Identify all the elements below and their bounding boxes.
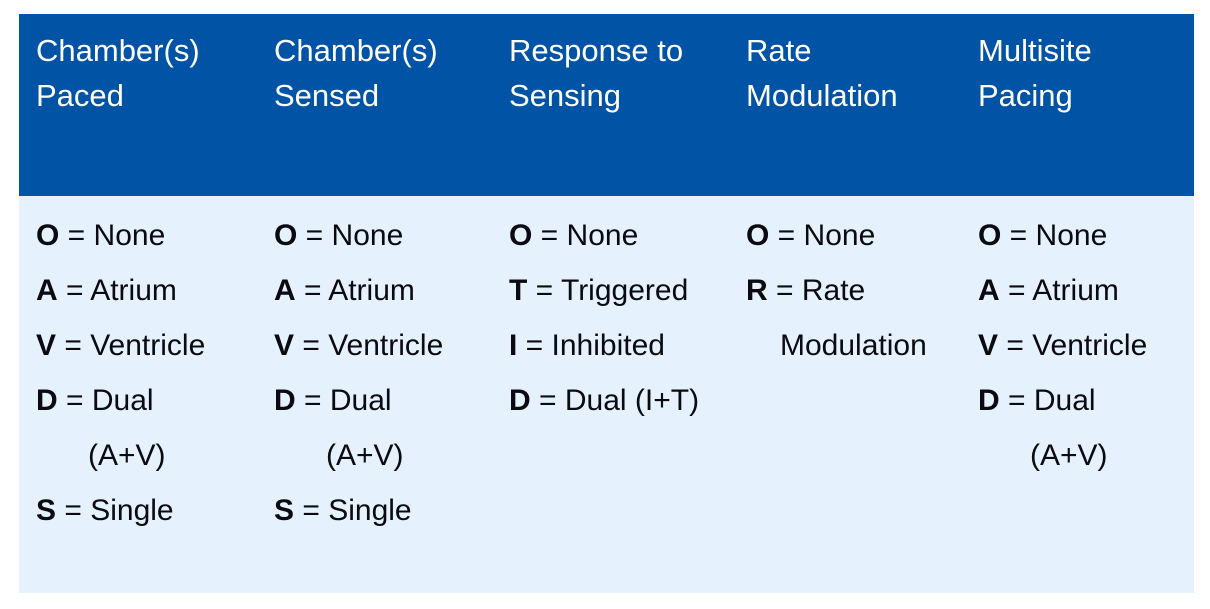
code-letter: O xyxy=(746,219,770,252)
code-letter: S xyxy=(274,494,295,527)
column-header-chambers-sensed: Chamber(s) Sensed xyxy=(274,33,438,113)
code-line: I = Inhibited xyxy=(509,329,665,362)
code-line: T = Triggered xyxy=(509,274,689,307)
code-line: D = Dual xyxy=(274,384,392,417)
code-line: V = Ventricle xyxy=(978,329,1148,362)
code-line: S = Single xyxy=(274,494,412,527)
code-letter: V xyxy=(274,329,295,362)
code-letter: D xyxy=(36,384,58,417)
code-letter: O xyxy=(509,219,533,252)
column-chambers-sensed: O = None A = Atrium V = Ventricle D = Dual (… xyxy=(257,196,492,593)
code-continuation-line: (A+V) xyxy=(326,439,404,472)
code-line: D = Dual xyxy=(36,384,154,417)
code-letter: R xyxy=(746,274,768,307)
code-line: O = None xyxy=(274,219,404,252)
column-chambers-paced: O = None A = Atrium V = Ventricle D = Dual (… xyxy=(19,196,257,593)
code-letter: O xyxy=(274,219,298,252)
code-line: D = Dual (I+T) xyxy=(509,384,700,417)
code-line: A = Atrium xyxy=(36,274,177,307)
column-header-response-to-sensing: Response to Sensing xyxy=(509,33,684,113)
code-letter: S xyxy=(36,494,57,527)
code-line: O = None xyxy=(509,219,639,252)
code-letter: A xyxy=(274,274,296,307)
code-continuation-line: (A+V) xyxy=(88,439,166,472)
column-header-multisite-pacing: Multisite Pacing xyxy=(978,33,1092,113)
code-line: R = Rate xyxy=(746,274,866,307)
code-letter: O xyxy=(978,219,1002,252)
code-line: V = Ventricle xyxy=(36,329,206,362)
column-header-chambers-paced: Chamber(s) Paced xyxy=(36,33,200,113)
code-line: O = None xyxy=(978,219,1108,252)
code-letter: T xyxy=(509,274,528,307)
table-body-row: O = None A = Atrium V = Ventricle D = Dual (… xyxy=(19,196,1194,593)
column-response-to-sensing: O = None T = Triggered I = Inhibited D = Du… xyxy=(492,196,729,593)
code-letter: A xyxy=(978,274,1000,307)
code-letter: O xyxy=(36,219,60,252)
code-line: O = None xyxy=(36,219,166,252)
column-header-rate-modulation: Rate Modulation xyxy=(746,33,898,113)
table-header-row: Chamber(s) Paced Chamber(s) Sensed Respo… xyxy=(19,14,1194,196)
code-letter: V xyxy=(978,329,999,362)
code-line: O = None xyxy=(746,219,876,252)
code-continuation-line: Modulation xyxy=(780,329,927,362)
code-letter: D xyxy=(978,384,1000,417)
code-line: V = Ventricle xyxy=(274,329,444,362)
code-line: D = Dual xyxy=(978,384,1096,417)
code-letter: V xyxy=(36,329,57,362)
code-letter: A xyxy=(36,274,58,307)
code-line: S = Single xyxy=(36,494,174,527)
code-letter: D xyxy=(509,384,531,417)
code-letter: I xyxy=(509,329,518,362)
code-line: A = Atrium xyxy=(274,274,415,307)
column-multisite-pacing: O = None A = Atrium V = Ventricle D = Dual (… xyxy=(961,196,1194,593)
code-letter: D xyxy=(274,384,296,417)
code-line: A = Atrium xyxy=(978,274,1119,307)
pacemaker-nbg-code-table: Chamber(s) Paced Chamber(s) Sensed Respo… xyxy=(19,14,1194,593)
code-continuation-line: (A+V) xyxy=(1030,439,1108,472)
